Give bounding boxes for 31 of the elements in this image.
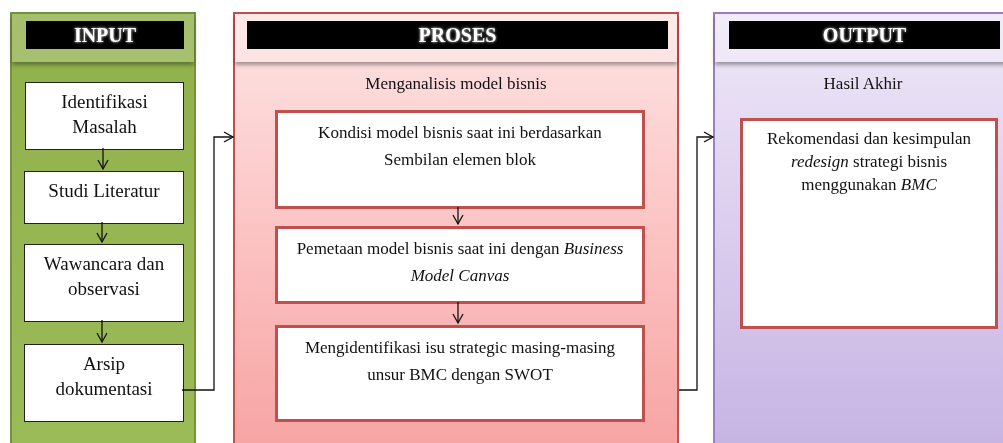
process-box (24, 344, 184, 422)
process-box (24, 171, 184, 224)
column-subtitle: Menganalisis model bisnis (364, 73, 548, 95)
arrow (452, 301, 464, 324)
process-box (740, 118, 998, 329)
column-title: OUTPUT (729, 21, 1000, 49)
arrow (181, 131, 234, 391)
column-title: PROSES (247, 21, 668, 49)
column-subtitle: Hasil Akhir (822, 73, 904, 95)
arrow (96, 221, 108, 243)
process-box (275, 110, 645, 209)
column-title: INPUT (26, 21, 184, 49)
arrow (97, 147, 109, 170)
arrow (96, 319, 108, 343)
box-text: Wawancara dan observasi (42, 252, 166, 301)
process-box (275, 226, 645, 304)
box-text: Kondisi model bisnis saat ini berdasarkan Sembilan elemen blok (317, 122, 603, 171)
column-panel (713, 12, 1003, 443)
box-text: Arsip dokumentasi (54, 352, 154, 401)
box-text: Studi Literatur (48, 179, 160, 203)
process-box (275, 325, 645, 422)
column-panel (233, 12, 679, 443)
process-box (25, 82, 184, 150)
column-panel (10, 12, 196, 443)
arrow (678, 131, 714, 391)
process-box (24, 244, 184, 322)
box-text: Mengidentifikasi isu strategic masing-masing unsur BMC dengan SWOT (303, 337, 617, 386)
box-text: Identifikasi Masalah (60, 90, 149, 139)
arrow (452, 206, 464, 225)
box-text: Pemetaan model bisnis saat ini dengan Business Model Canvas (295, 238, 625, 287)
box-text: Rekomendasi dan kesimpulan redesign strategi bisnis menggunakan BMC (766, 128, 972, 196)
